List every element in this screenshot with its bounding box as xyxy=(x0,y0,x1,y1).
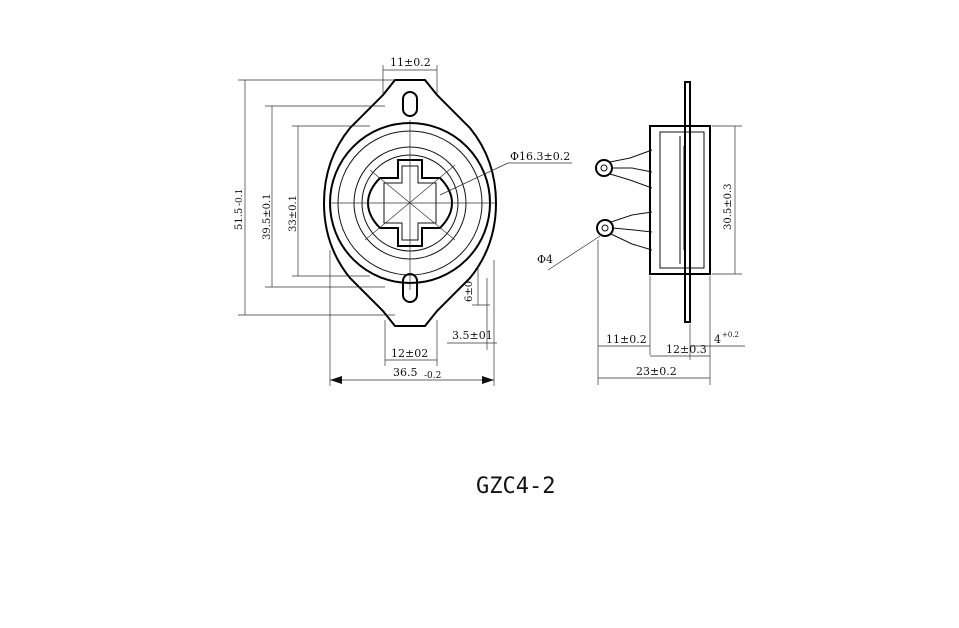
dim-height-overall-tol: -0.1 xyxy=(235,189,245,206)
dim-hole-diameter: Φ4 xyxy=(537,253,553,266)
top-mount-slot xyxy=(402,91,418,117)
terminal-top-lead xyxy=(609,173,653,189)
dim-bore-diameter: Φ16.3±0.2 xyxy=(510,150,570,163)
arrow-right xyxy=(482,376,494,384)
terminal-top-lead xyxy=(612,167,653,173)
dim-height-mid: 39.5±0.1 xyxy=(262,193,273,240)
dim-slot-width: 3.5±01 xyxy=(452,329,493,342)
leader-hole xyxy=(547,235,601,271)
side-body-inner xyxy=(659,131,705,269)
terminal-top-hole xyxy=(600,164,608,172)
pin-plate xyxy=(684,81,691,323)
terminal-top xyxy=(595,159,613,177)
dim-right-depth: 12±0.3 xyxy=(666,343,707,356)
flange-outline xyxy=(322,79,498,327)
dim-body-height: 30.5±0.3 xyxy=(723,183,734,230)
terminal-bottom-hole xyxy=(601,224,609,232)
dim-left-depth: 11±0.2 xyxy=(606,333,647,346)
dim-bottom-width: 12±02 xyxy=(391,347,428,360)
dim-height-overall: 51.5 xyxy=(234,208,245,230)
terminal-bottom-lead xyxy=(610,233,653,251)
terminal-top-lead xyxy=(609,149,653,163)
dim-overall-depth: 23±0.2 xyxy=(636,365,677,378)
dim-overall-width: 36.5 xyxy=(393,366,418,379)
front-view: 11±0.2 51.5 -0.1 39.5±0.1 33±0.1 Φ16.3±0… xyxy=(234,56,572,386)
cross-socket xyxy=(366,159,454,247)
terminal-bottom-lead xyxy=(612,227,653,233)
terminal-bottom-lead xyxy=(610,211,653,223)
dim-pin-thickness-tol: +0.2 xyxy=(722,331,739,339)
diag-line-2 xyxy=(364,164,456,241)
cross-socket-inner xyxy=(383,165,437,241)
side-body xyxy=(649,125,711,275)
dim-flange-offset: 6±0 xyxy=(464,281,475,302)
dim-pin-thickness: 4 xyxy=(714,333,721,346)
dim-height-inner: 33±0.1 xyxy=(288,195,299,232)
diag-line-1 xyxy=(369,169,456,241)
arrow-left xyxy=(330,376,342,384)
dim-top-slot-width: 11±0.2 xyxy=(390,56,431,69)
dim-overall-width-tol: -0.2 xyxy=(424,371,441,381)
side-view: Φ4 30.5±0.3 11±0.2 12±0.3 4 +0.2 23±0.2 xyxy=(537,81,745,385)
terminal-bottom xyxy=(596,219,614,237)
leader-bore xyxy=(439,162,509,196)
model-label: GZC4-2 xyxy=(476,474,556,499)
